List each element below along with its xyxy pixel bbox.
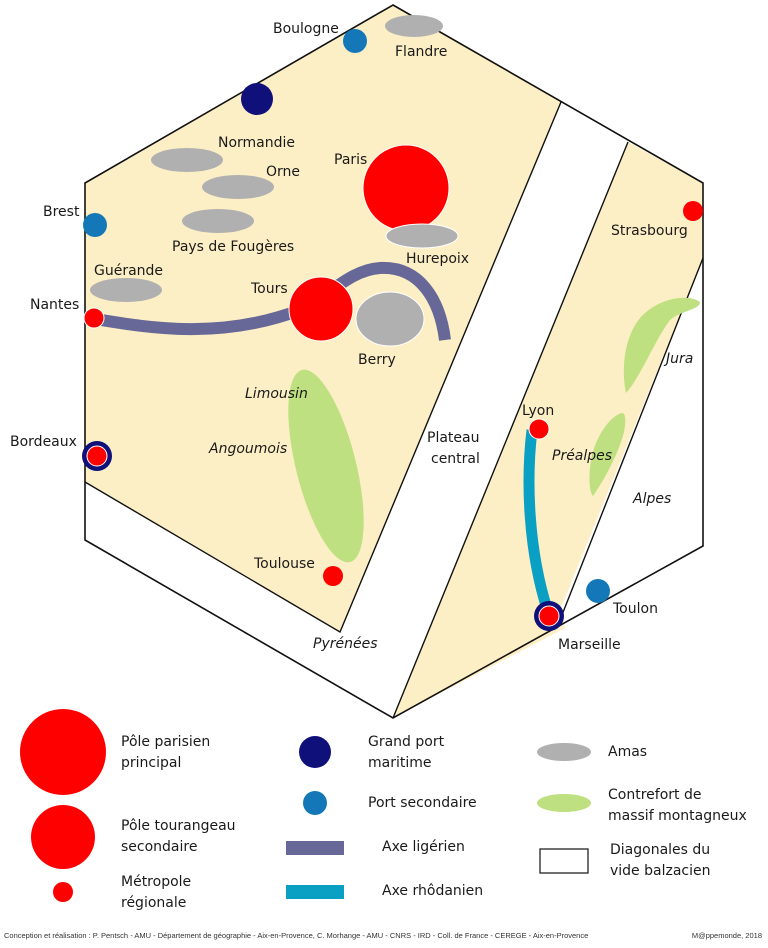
amas-orne — [202, 175, 274, 199]
label-prealpes: Préalpes — [552, 448, 612, 464]
metropole-nantes — [83, 307, 105, 329]
label-strasbourg: Strasbourg — [611, 223, 688, 239]
credits-source: M@ppemonde, 2018 — [691, 931, 762, 940]
amas-pays-de-fougeres — [182, 209, 254, 233]
legend-axe-ligerien: Axe ligérien — [382, 839, 465, 855]
label-boulogne: Boulogne — [273, 21, 339, 37]
legend-symbol-axe-rhodanien — [286, 885, 344, 899]
label-bordeaux: Bordeaux — [10, 434, 77, 450]
label-pyrenees: Pyrénées — [313, 636, 378, 652]
axe-rhodanien — [523, 429, 554, 614]
label-orne: Orne — [266, 164, 300, 180]
label-hurepoix: Hurepoix — [406, 251, 469, 267]
label-flandre: Flandre — [395, 44, 447, 60]
metropole-marseille — [538, 605, 560, 627]
amas-normandie — [151, 148, 223, 172]
contrefort-prealpes — [589, 413, 626, 496]
legend-symbol-contrefort — [537, 794, 591, 812]
label-marseille: Marseille — [558, 637, 621, 653]
pole-parisien-paris — [362, 144, 450, 232]
label-nantes: Nantes — [30, 297, 79, 313]
legend-symbol-grand-port — [299, 736, 331, 768]
legend-symbol-pole-tourangeau — [31, 805, 95, 869]
metropole-toulouse — [323, 566, 343, 586]
legend-grand-port: Grand port maritime — [368, 734, 445, 771]
amas-berry — [355, 291, 425, 347]
metropole-bordeaux — [86, 445, 108, 467]
label-normandie: Normandie — [218, 135, 295, 151]
label-alpes: Alpes — [632, 491, 671, 507]
label-limousin: Limousin — [245, 386, 308, 402]
label-paris: Paris — [334, 152, 367, 168]
legend-symbol-amas — [537, 743, 591, 761]
port-secondaire-boulogne — [343, 29, 367, 53]
amas-flandre — [385, 15, 443, 37]
legend-metropole: Métropole régionale — [121, 874, 192, 911]
label-toulouse: Toulouse — [253, 556, 315, 572]
diagonal-border-alpes — [557, 257, 704, 626]
contrefort-limousin — [288, 369, 364, 563]
legend-symbol-axe-ligerien — [286, 841, 344, 855]
diagonal-border-plateau-right — [392, 141, 629, 719]
label-lyon: Lyon — [522, 403, 554, 419]
amas-hurepoix-front — [385, 223, 459, 249]
legend-symbol-vide — [539, 848, 589, 874]
legend-contrefort: Contrefort de massif montagneux — [608, 787, 747, 824]
label-angoumois: Angoumois — [208, 441, 287, 457]
legend-symbol-pole-parisien — [20, 709, 106, 795]
legend-axe-rhodanien: Axe rhôdanien — [382, 883, 484, 899]
label-brest: Brest — [43, 204, 80, 220]
credits-authors: Conception et réalisation : P. Pentsch -… — [4, 931, 589, 940]
label-plateau-central-2: central — [431, 451, 480, 467]
port-secondaire-brest — [83, 213, 107, 237]
legend-port-secondaire: Port secondaire — [368, 795, 477, 811]
legend-amas: Amas — [608, 744, 648, 760]
legend-vide: Diagonales du vide balzacien — [610, 842, 711, 879]
label-plateau-central-1: Plateau — [427, 430, 479, 446]
legend-symbol-metropole — [53, 882, 73, 902]
metropole-strasbourg — [683, 201, 703, 221]
legend-pole-parisien: Pôle parisien principal — [121, 734, 211, 771]
label-toulon: Toulon — [612, 601, 658, 617]
port-secondaire-toulon — [586, 579, 610, 603]
amas-guerande — [90, 278, 162, 302]
diagonal-border-plateau-left — [84, 101, 562, 634]
legend-symbol-port-secondaire — [303, 791, 327, 815]
grand-port-normandie — [241, 83, 273, 115]
legend-pole-tourangeau: Pôle tourangeau secondaire — [121, 818, 236, 855]
label-jura: Jura — [663, 351, 693, 367]
label-tours: Tours — [250, 281, 288, 297]
label-guerande: Guérande — [94, 263, 163, 279]
label-berry: Berry — [358, 352, 396, 368]
pole-tourangeau-tours — [288, 276, 354, 342]
contrefort-jura — [623, 297, 700, 393]
label-pays-de-fougeres: Pays de Fougères — [172, 239, 294, 255]
metropole-lyon — [528, 418, 550, 440]
